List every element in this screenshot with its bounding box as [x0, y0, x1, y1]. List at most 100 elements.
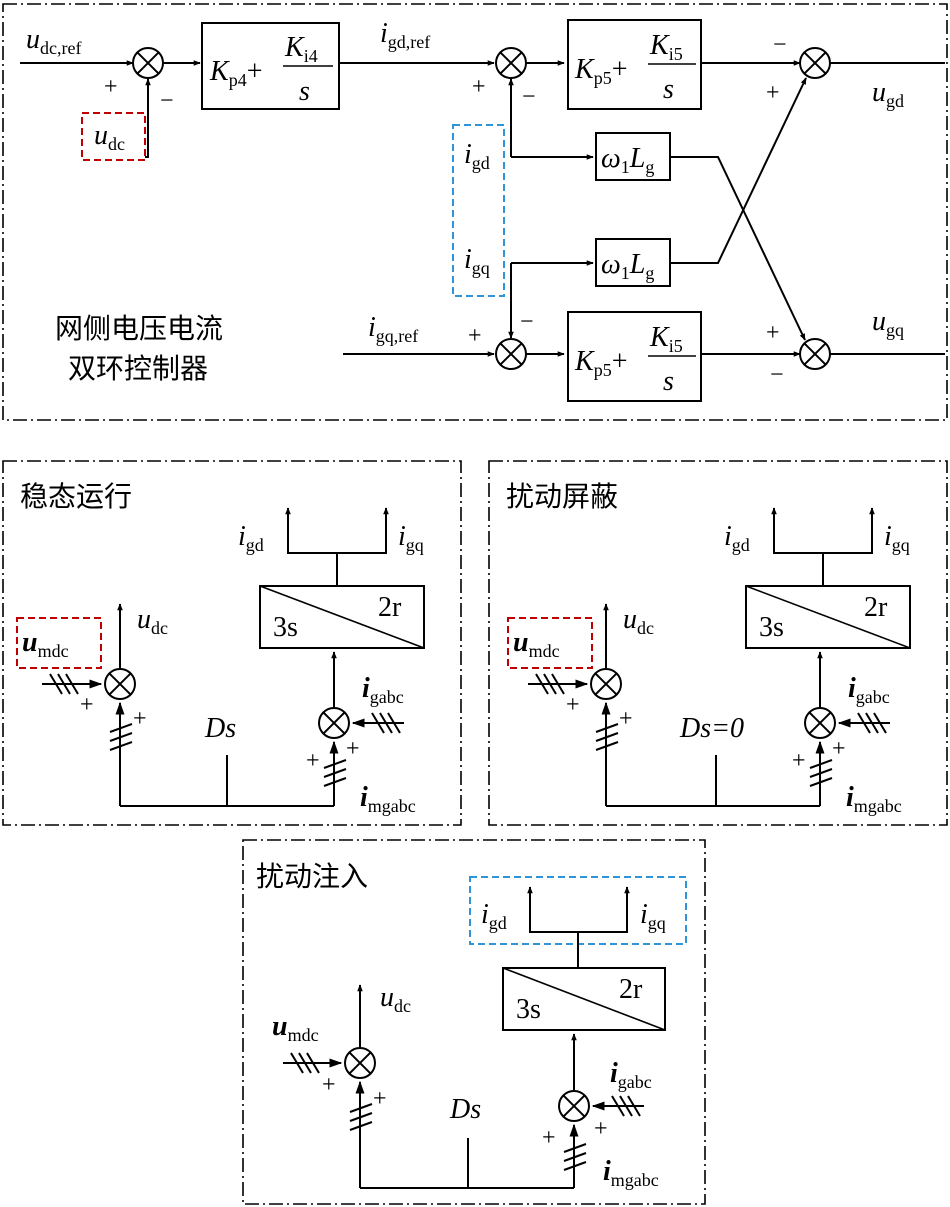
transform-diagonal	[502, 967, 666, 1031]
three-phase-bus-mark	[349, 1103, 373, 1131]
cross-coupling-q-to-d	[670, 77, 807, 264]
pi1-ki: Ki4	[284, 32, 318, 66]
controller-frame	[2, 3, 948, 421]
sign-minus: −	[773, 32, 787, 58]
panel-steady-state: 稳态运行 igd igq 3s 2r igabc + + imgabc umdc	[2, 460, 462, 826]
pi3-kp: Kp5+	[574, 346, 627, 380]
sign-plus: +	[594, 1116, 608, 1142]
measurement-block: igd igq 3s 2r igabc + + imgabc	[724, 507, 911, 816]
umdc-highlight-box	[16, 617, 102, 669]
transform-2r-label: 2r	[864, 592, 888, 623]
summing-junction-dc	[132, 47, 164, 79]
sign-minus: −	[520, 309, 534, 335]
pi3-s: s	[663, 366, 674, 397]
sign-plus: +	[133, 706, 147, 732]
umdc-highlight-box	[507, 617, 593, 669]
igd-output-arrow	[771, 507, 824, 585]
decoupling-d-text: ω1Lg	[601, 143, 654, 177]
igq-label: igq	[640, 899, 666, 933]
dual-loop-controller: 网侧电压电流 双环控制器 udc,ref + − udc Kp4+ Ki4 s …	[2, 3, 948, 421]
panel-title: 扰动屏蔽	[506, 480, 618, 513]
three-phase-bus-mark	[49, 673, 79, 695]
igq-output-arrow	[823, 507, 875, 554]
panel-disturbance-injection: 扰动注入 igd igq 3s 2r igabc + + imgabc umdc…	[242, 839, 706, 1205]
sign-plus: +	[542, 1125, 556, 1151]
sign-plus: +	[306, 748, 320, 774]
udc-label: udc	[623, 604, 654, 638]
transform-2r-label: 2r	[619, 974, 643, 1005]
three-phase-bus-mark	[595, 723, 619, 751]
igd-label: igd	[464, 139, 490, 173]
pi3-ki: Ki5	[649, 322, 683, 356]
ds-label: Ds	[449, 1094, 481, 1125]
sign-plus: +	[832, 736, 846, 762]
umdc-label: umdc	[22, 627, 69, 661]
igabc-label: igabc	[610, 1058, 652, 1092]
sign-plus: +	[80, 692, 94, 718]
summing-junction-gd	[495, 47, 527, 79]
igd-label: igd	[481, 899, 507, 933]
igq-ref-label: igq,ref	[368, 312, 418, 346]
panel-disturbance-shield-frame	[488, 460, 948, 826]
igabc-label: igabc	[362, 673, 404, 707]
summing-junction-ugd	[799, 47, 831, 79]
three-phase-bus-mark	[563, 1143, 587, 1171]
summing-junction-voltage	[590, 668, 622, 700]
sign-minus: −	[770, 362, 784, 388]
pi2-kp: Kp5+	[574, 54, 627, 88]
controller-title-line2: 双环控制器	[68, 352, 208, 385]
summing-junction-ugq	[799, 338, 831, 370]
pi1-kp: Kp4+	[209, 56, 262, 90]
three-phase-bus-mark	[109, 723, 133, 751]
sign-plus: +	[792, 748, 806, 774]
summing-junction-voltage	[344, 1047, 376, 1079]
sign-plus: +	[472, 74, 486, 100]
transform-3s-label: 3s	[759, 612, 784, 643]
panel-disturbance-shield: 扰动屏蔽 igd igq 3s 2r igabc + + imgabc umdc…	[488, 460, 948, 826]
sign-plus: +	[766, 80, 780, 106]
ds-zero-label: Ds=0	[679, 713, 744, 744]
transform-3s-label: 3s	[273, 612, 298, 643]
igabc-label: igabc	[848, 673, 890, 707]
sign-plus: +	[766, 320, 780, 346]
pi1-s: s	[299, 76, 310, 107]
pi2-ki: Ki5	[649, 30, 683, 64]
ds-label: Ds	[204, 713, 236, 744]
three-phase-bus-mark	[611, 1095, 641, 1117]
sign-plus: +	[566, 692, 580, 718]
feedback-current-highlight-box	[452, 124, 505, 297]
udc-feedback-label: udc	[94, 120, 125, 154]
igd-label: igd	[724, 521, 750, 555]
igd-label: igd	[238, 521, 264, 555]
three-phase-bus-mark	[809, 759, 833, 787]
transform-2r-label: 2r	[378, 592, 402, 623]
igd-output-arrow	[527, 886, 579, 967]
sign-minus: −	[160, 88, 174, 114]
measurement-block: igd igq 3s 2r igabc + + imgabc	[238, 507, 425, 816]
igq-label: igq	[884, 521, 910, 555]
summing-junction-current	[804, 707, 836, 739]
transform-diagonal	[259, 585, 425, 649]
udc-label: udc	[380, 982, 411, 1016]
panel-title: 稳态运行	[20, 480, 132, 513]
panel-title: 扰动注入	[256, 860, 368, 893]
summing-junction-current	[558, 1090, 590, 1122]
controller-title-line1: 网侧电压电流	[55, 312, 223, 345]
udc-feedback-wire	[145, 78, 151, 158]
umdc-label: umdc	[272, 1011, 319, 1045]
sign-plus: +	[373, 1086, 387, 1112]
three-phase-bus-mark	[535, 673, 565, 695]
ugq-label: ugq	[872, 306, 904, 340]
udc-label: udc	[137, 604, 168, 638]
igd-output-arrow	[285, 507, 338, 585]
decoupling-q-text: ω1Lg	[601, 249, 654, 283]
panel-steady-state-frame	[2, 460, 462, 826]
transform-3s-label: 3s	[516, 994, 541, 1025]
pi2-s: s	[663, 74, 674, 105]
cross-coupling-d-to-q	[670, 156, 806, 341]
sign-plus: +	[619, 706, 633, 732]
umdc-label: umdc	[513, 627, 560, 661]
igq-label: igq	[464, 244, 490, 278]
igq-label: igq	[398, 521, 424, 555]
